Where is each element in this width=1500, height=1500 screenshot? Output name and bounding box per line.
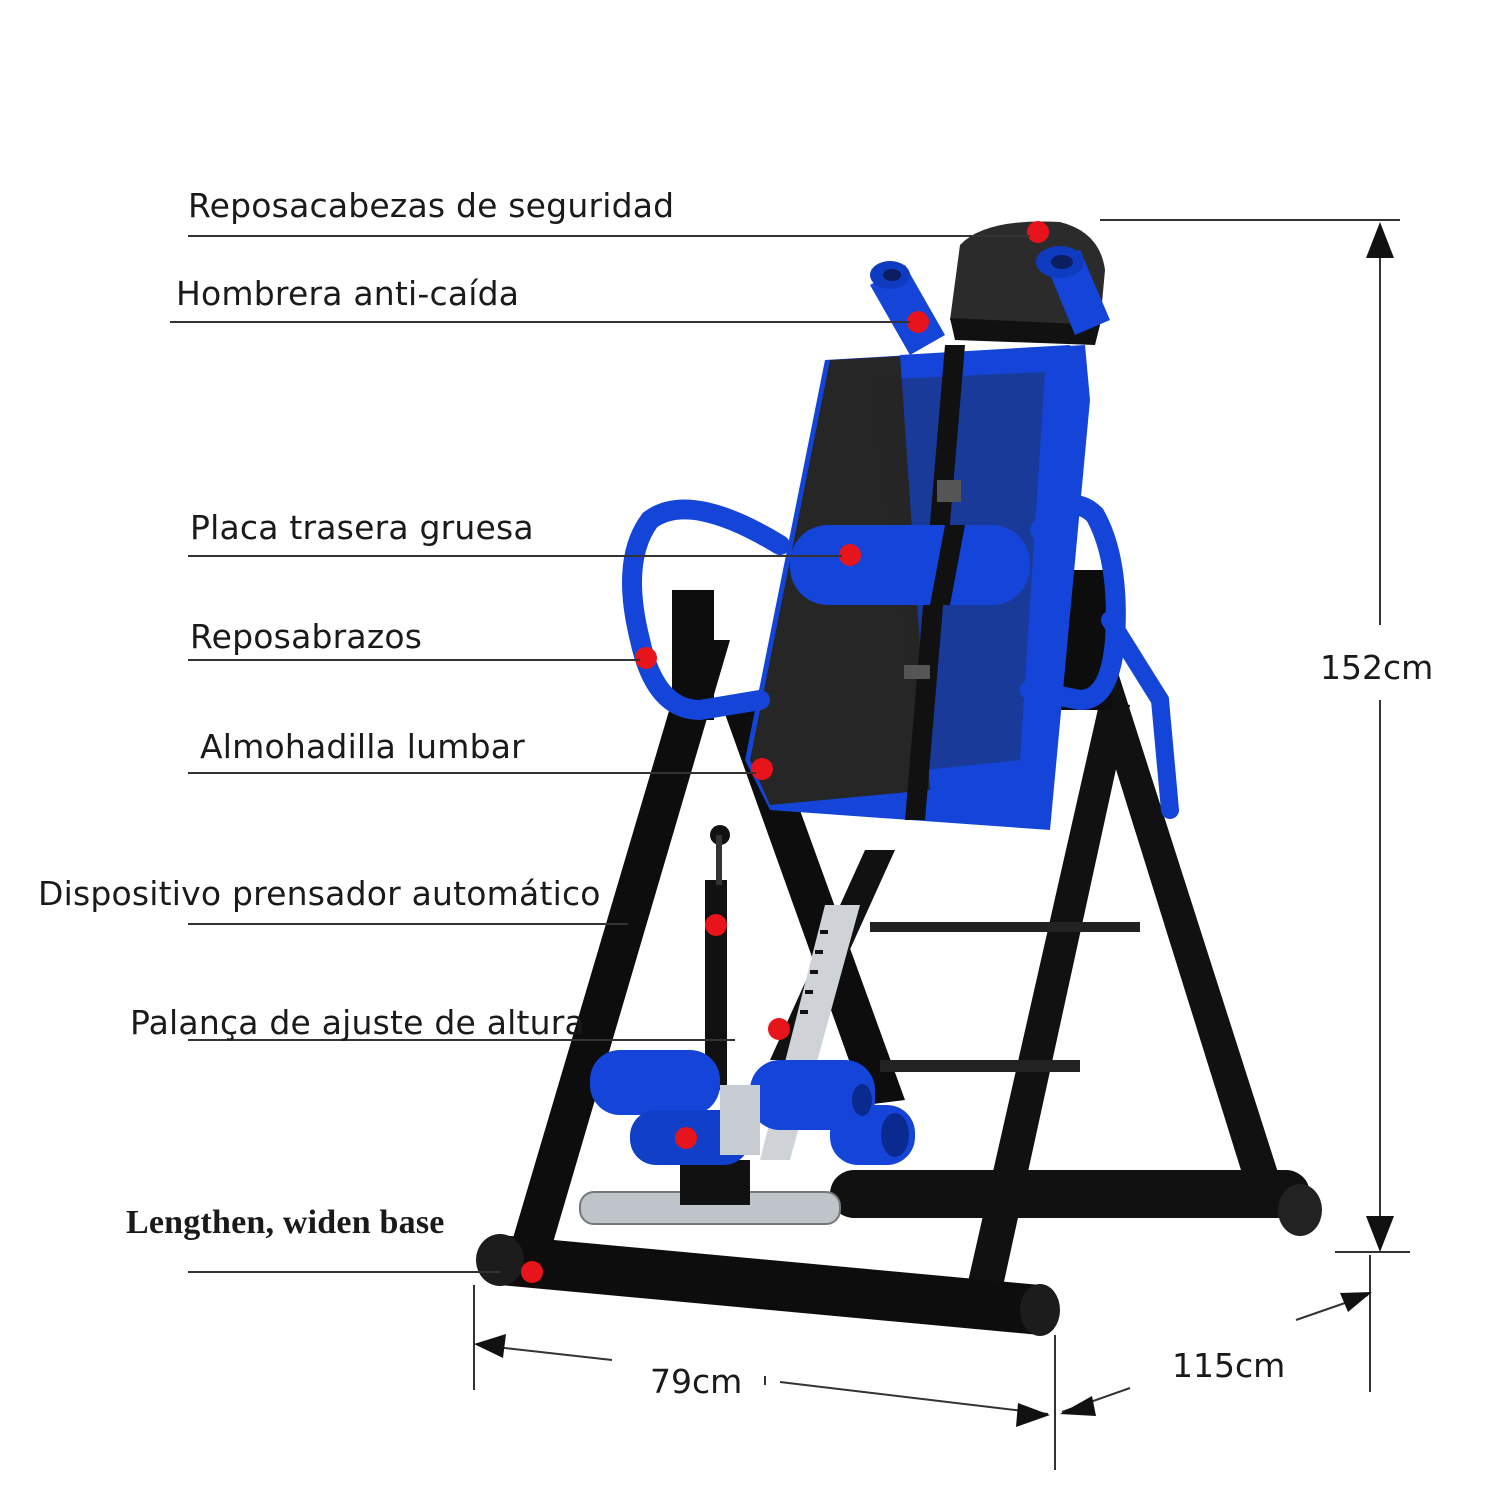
- label-lumbar-pad: Almohadilla lumbar: [200, 727, 525, 766]
- callout-markers: [521, 221, 1049, 1283]
- label-height-lever: Palança de ajuste de altura: [130, 1003, 585, 1042]
- marker-backplate: [839, 544, 861, 566]
- front-frame: [476, 570, 1140, 1336]
- marker-lumbar: [751, 758, 773, 780]
- ankle-lock-plate: [680, 1160, 750, 1205]
- marker-headrest: [1027, 221, 1049, 243]
- shoulder-pads: [870, 246, 1110, 355]
- label-shoulder-pad: Hombrera anti-caída: [176, 274, 520, 313]
- marker-presser: [705, 914, 727, 936]
- marker-base: [521, 1261, 543, 1283]
- label-base: Lengthen, widen base: [126, 1204, 445, 1241]
- dimension-arrows: [474, 222, 1394, 1427]
- dimension-height: 152cm: [1320, 648, 1434, 687]
- label-armrest: Reposabrazos: [190, 617, 423, 656]
- dimension-depth: 115cm: [1172, 1346, 1286, 1385]
- label-auto-presser: Dispositivo prensador automático: [38, 874, 601, 913]
- leader-lines: [170, 235, 1030, 1273]
- back-roller: [790, 525, 1030, 605]
- marker-lever: [768, 1018, 790, 1040]
- dimension-lines: [473, 219, 1410, 1470]
- presser-rod: [705, 825, 730, 1090]
- label-backplate: Placa trasera gruesa: [190, 508, 534, 547]
- label-headrest: Reposacabezas de seguridad: [188, 186, 675, 225]
- rear-frame: [830, 585, 1322, 1300]
- marker-armrest: [635, 647, 657, 669]
- dimension-width: 79cm: [650, 1362, 743, 1401]
- marker-ankle: [675, 1127, 697, 1149]
- armrests: [622, 495, 1179, 819]
- marker-shoulder: [907, 311, 929, 333]
